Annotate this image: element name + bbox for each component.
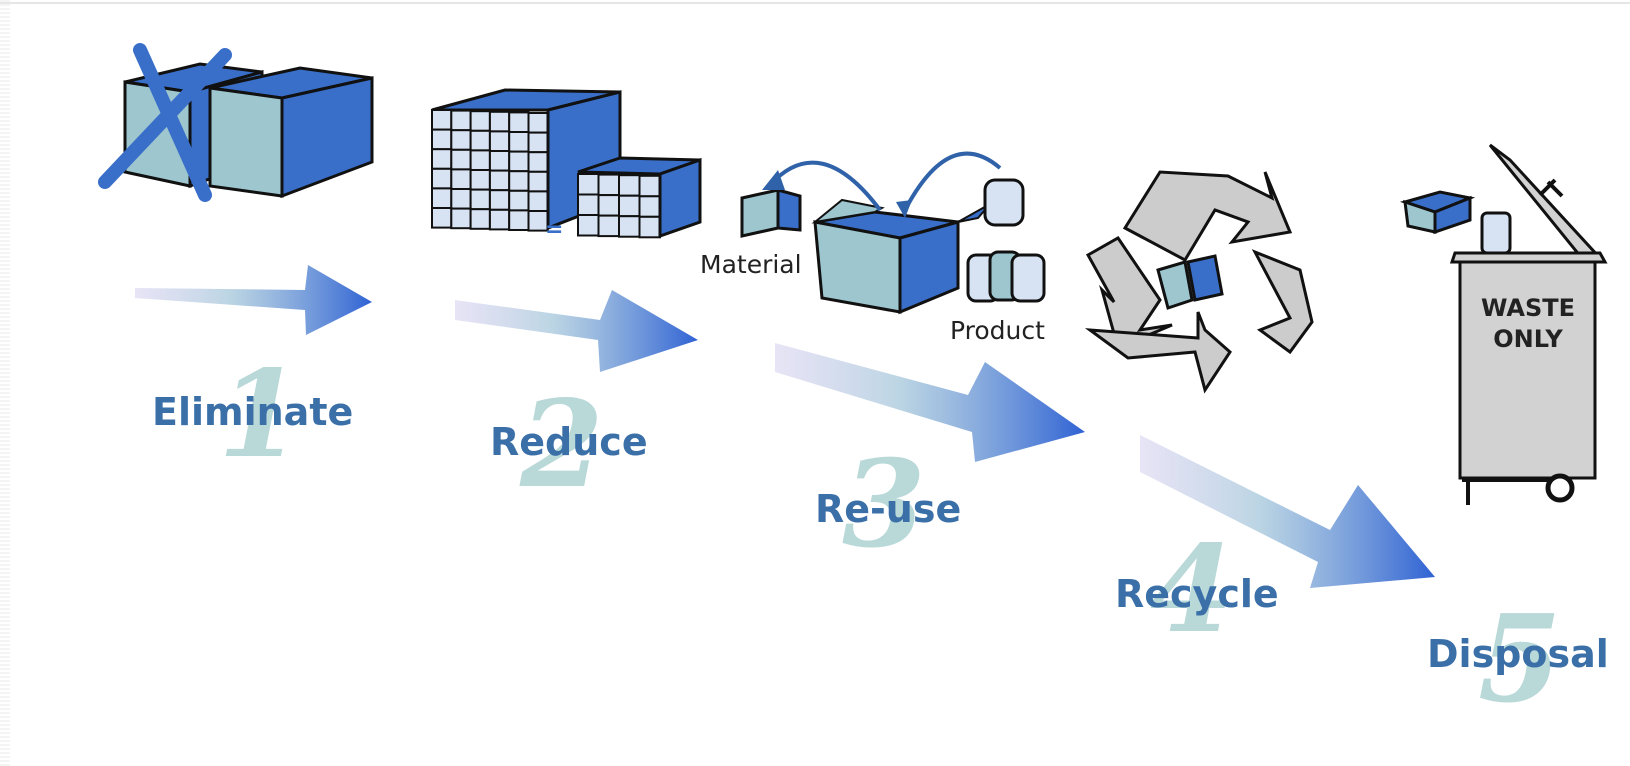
arrow-1 (135, 265, 372, 335)
step-number-2: 2 (520, 374, 604, 515)
step-number-4: 4 (1150, 519, 1234, 660)
top-border-line (0, 2, 1630, 4)
step-label-recycle: Recycle (1115, 572, 1279, 616)
step-label-reduce: Reduce (490, 420, 648, 464)
step-label-disposal: Disposal (1427, 632, 1609, 676)
bin-label-line2: ONLY (1493, 325, 1563, 354)
crossed-out-boxes-icon (98, 43, 374, 202)
bin-label-line1: WASTE (1480, 294, 1576, 322)
arrow-2 (455, 290, 698, 372)
open-box-icon (740, 151, 1046, 315)
product-label: Product (950, 316, 1045, 345)
step-number-3: 3 (842, 434, 926, 575)
arrow-4 (1140, 435, 1435, 588)
large-grid-box-icon (431, 88, 622, 232)
step-label-re-use: Re-use (815, 487, 962, 531)
step-number-1: 1 (218, 344, 302, 485)
step-label-eliminate: Eliminate (152, 390, 354, 434)
step-number-5: 5 (1478, 589, 1562, 730)
small-grid-box-icon (577, 156, 702, 239)
material-label: Material (700, 250, 802, 279)
equals-sign: = (545, 217, 563, 242)
left-edge-pattern (0, 0, 10, 766)
waste-only-label: WASTE ONLY (1468, 293, 1588, 355)
recycle-symbol-icon (1084, 170, 1314, 394)
waste-bin-icon (1399, 143, 1608, 505)
arrow-3 (775, 343, 1085, 462)
